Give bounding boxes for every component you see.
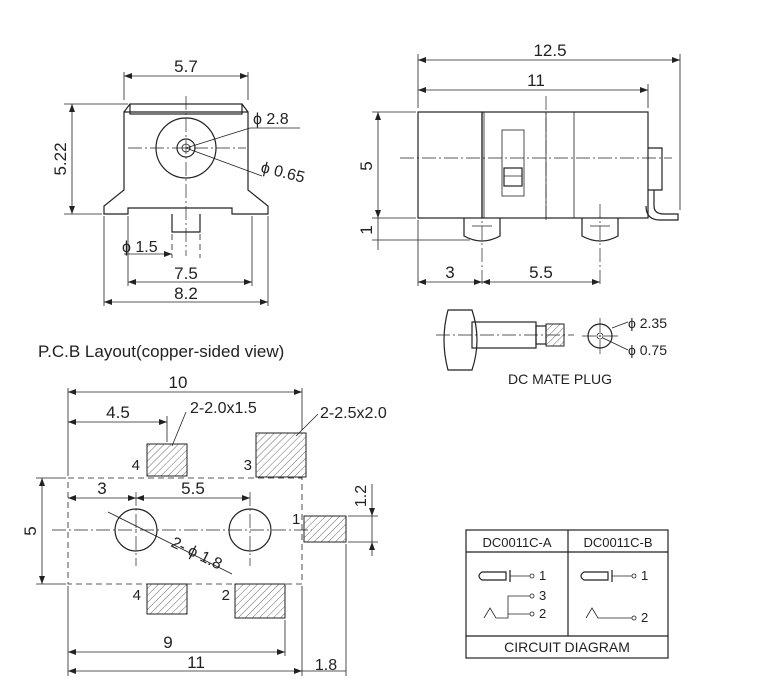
pad-4-bottom [146, 583, 188, 615]
front-height-label: 5.22 [51, 142, 70, 175]
pin-label-1: 1 [292, 511, 300, 528]
total-length-label: 12.5 [533, 41, 566, 60]
bottom-outer-label: 11 [187, 653, 205, 672]
circuit-caption: CIRCUIT DIAGRAM [504, 639, 630, 655]
pad-2 [234, 583, 286, 619]
pad-4-top [146, 443, 188, 477]
b-pin-2: 2 [641, 610, 648, 625]
side-height-label: 5 [357, 161, 376, 170]
front-offset-label: 3 [445, 263, 454, 282]
b-pin-1: 1 [641, 568, 648, 583]
a-pin-3: 3 [539, 588, 546, 603]
large-pad-note: 2-2.5x2.0 [320, 405, 387, 422]
pcb-title: P.C.B Layout(copper-sided view) [38, 342, 284, 361]
hole-note: 2- ϕ 1.8 [168, 534, 224, 573]
standoff-label: 1 [357, 225, 376, 234]
mate-plug-caption: DC MATE PLUG [508, 371, 612, 387]
small-pad-note: 2-2.0x1.5 [190, 400, 257, 417]
right-extra-label: 1.8 [315, 657, 337, 674]
pin-label-4-bottom: 4 [133, 587, 141, 604]
pin-label-2: 2 [222, 587, 230, 604]
circuit-col-b: DC0011C-B [583, 535, 652, 550]
post-diameter-label: ϕ 1.5 [122, 239, 158, 256]
pcb-width-label: 10 [169, 373, 188, 392]
pin-label-4-top: 4 [132, 457, 140, 474]
side-view: 12.5 11 5 1 3 5.5 [357, 41, 681, 286]
pin-label-3: 3 [244, 457, 252, 474]
a-pin-2: 2 [539, 606, 546, 621]
pcb-layout: P.C.B Layout(copper-sided view) 4 3 4 2 … [21, 342, 387, 676]
body-length-label: 11 [527, 71, 545, 90]
hole-offset-label: 3 [97, 479, 106, 498]
pin-spacing-label: 5.5 [529, 263, 553, 282]
outer-width-label: 8.2 [174, 284, 198, 303]
pad-offset-label: 4.5 [106, 403, 130, 422]
a-pin-1: 1 [539, 568, 546, 583]
dc-mate-plug: ϕ 2.35 ϕ 0.75 DC MATE PLUG [436, 309, 667, 387]
circuit-col-a: DC0011C-A [482, 535, 551, 550]
hole-diameter-label: ϕ 0.65 [259, 159, 306, 186]
front-view: 5.7 5.22 ϕ 2.8 ϕ 0.65 ϕ 1.5 7.5 8.2 [51, 57, 306, 306]
front-width-label: 5.7 [174, 57, 198, 76]
pcb-height-label: 5 [21, 526, 40, 535]
pin-diameter-label: ϕ 2.8 [253, 111, 289, 128]
pad-1 [303, 515, 347, 543]
inner-width-label: 7.5 [174, 264, 198, 283]
circuit-diagram: DC0011C-A DC0011C-B 1 3 2 1 2 CIRCUIT DI… [465, 529, 669, 659]
plug-outer-dia-label: ϕ 2.35 [628, 315, 667, 331]
pad1-height-label: 1.2 [353, 485, 370, 507]
bottom-inner-label: 9 [163, 633, 172, 652]
plug-inner-dia-label: ϕ 0.75 [628, 342, 667, 358]
pad-3 [255, 432, 307, 478]
hole-spacing-label: 5.5 [181, 479, 205, 498]
